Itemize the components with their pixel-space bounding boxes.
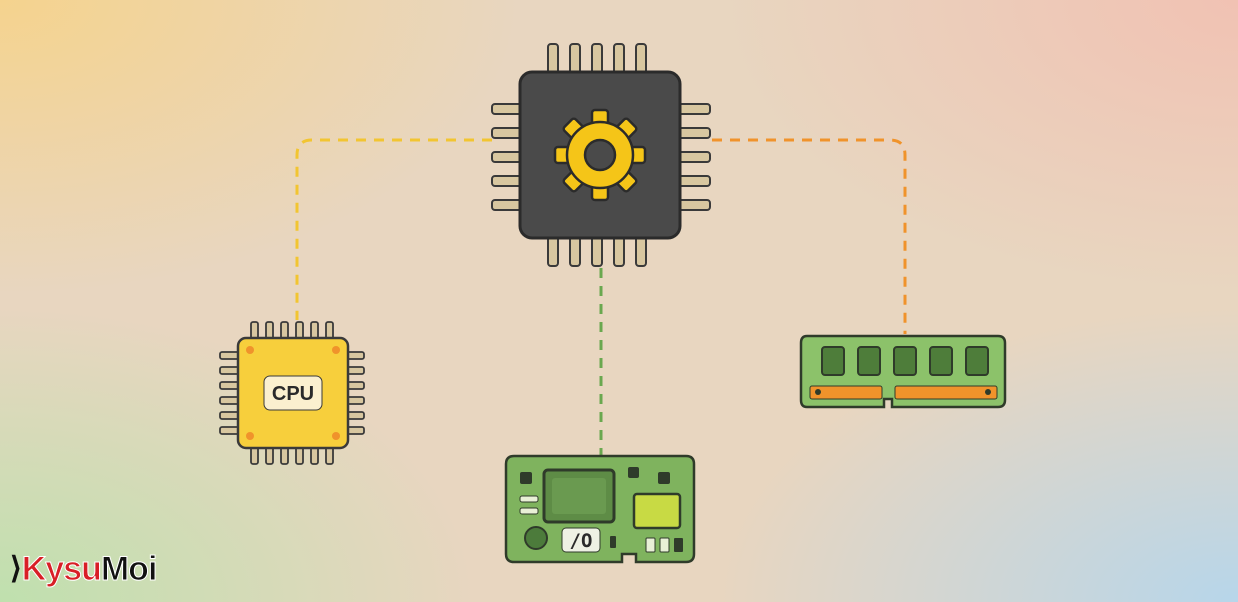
link-hub-to-ram <box>712 138 907 334</box>
ram-contacts <box>809 385 998 400</box>
logo-mark-icon: ⟩ <box>10 552 22 585</box>
cpu-chip: CPU <box>219 321 365 465</box>
io-label: /O <box>570 530 593 552</box>
cpu-label: CPU <box>272 383 314 405</box>
brand-logo: ⟩ Kysu Moi <box>10 546 158 592</box>
gear-icon <box>553 108 647 202</box>
io-board: /O <box>504 454 696 564</box>
io-label-plate <box>561 527 601 553</box>
logo-text-secondary: Moi <box>100 550 158 588</box>
ram-memory-chips <box>821 346 989 376</box>
io-board-capacitor <box>524 526 548 550</box>
hub-chip-pins <box>491 43 711 267</box>
hub-chip <box>491 43 711 267</box>
link-hub-to-cpu <box>295 138 492 320</box>
cpu-label-plate <box>263 375 323 411</box>
io-board-memory-chip <box>632 492 682 530</box>
ram-module <box>799 334 1007 409</box>
logo-text-primary: Kysu <box>21 550 102 588</box>
